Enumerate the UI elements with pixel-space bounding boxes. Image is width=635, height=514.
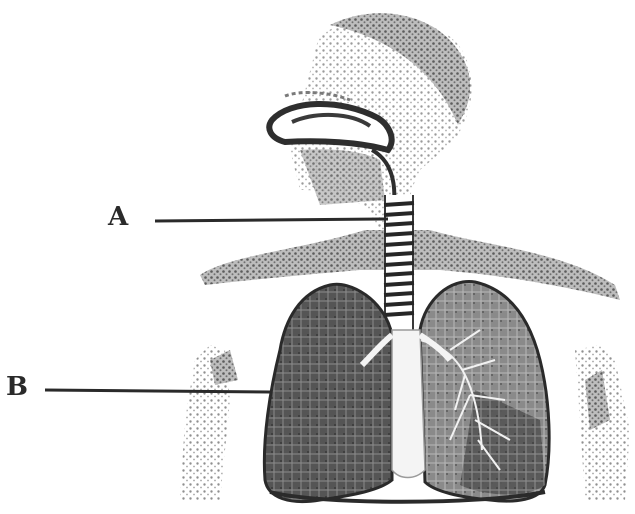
- left-lung: [264, 284, 392, 501]
- pharynx: [300, 149, 394, 205]
- trachea: [384, 195, 414, 330]
- right-lung: [420, 282, 549, 502]
- label-b: B: [6, 374, 28, 400]
- label-a: A: [108, 204, 128, 230]
- label-b-leader-line: [45, 390, 270, 392]
- label-a-leader-line: [155, 219, 388, 221]
